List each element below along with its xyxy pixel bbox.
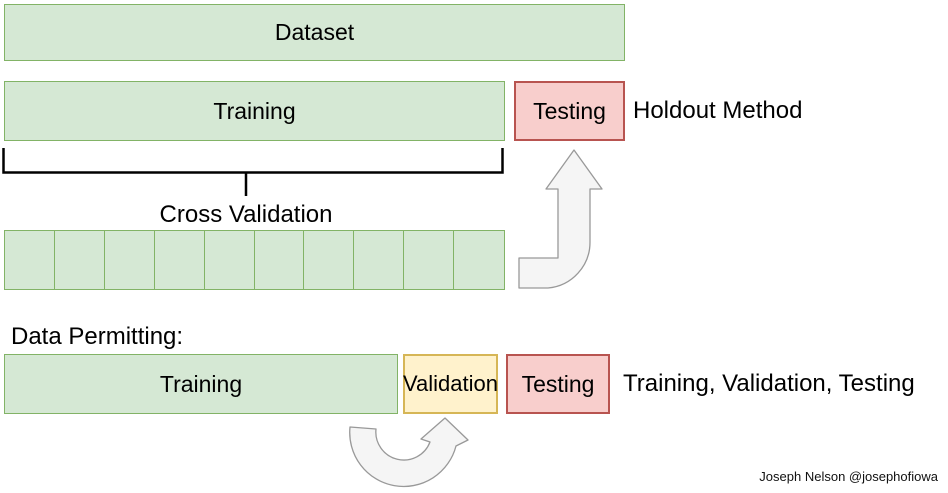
cv-fold-cell — [155, 231, 205, 289]
split-testing-label: Testing — [521, 370, 595, 397]
holdout-testing-box: Testing — [514, 81, 625, 141]
split-caption: Training, Validation, Testing — [623, 370, 915, 397]
attribution-text: Joseph Nelson @josephofiowa — [759, 469, 938, 484]
cross-validation-bracket — [2, 148, 504, 196]
bent-up-arrow-icon — [518, 149, 603, 289]
cv-fold-cell — [304, 231, 355, 289]
dataset-label: Dataset — [274, 19, 355, 45]
holdout-training-label: Training — [213, 97, 296, 124]
cv-fold-cell — [255, 231, 305, 289]
holdout-method-caption: Holdout Method — [633, 97, 803, 124]
cv-fold-cell — [354, 231, 405, 289]
cross-validation-label: Cross Validation — [159, 201, 333, 228]
cv-fold-cell — [105, 231, 155, 289]
holdout-training-box: Training — [4, 81, 505, 141]
holdout-testing-label: Testing — [533, 97, 606, 124]
cv-fold-cell — [55, 231, 105, 289]
data-permitting-heading: Data Permitting: — [11, 323, 184, 350]
cross-validation-row — [4, 230, 505, 290]
cv-fold-cell — [454, 231, 504, 289]
split-testing-box: Testing — [506, 354, 610, 414]
cv-fold-cell — [404, 231, 455, 289]
cv-fold-cell — [205, 231, 255, 289]
u-turn-arrow-icon — [349, 417, 469, 488]
cv-fold-cell — [5, 231, 55, 289]
dataset-box: Dataset — [4, 4, 625, 61]
split-training-label: Training — [159, 370, 243, 397]
split-training-box: Training — [4, 354, 398, 414]
split-validation-box: Validation — [403, 354, 498, 414]
split-validation-label: Validation — [403, 371, 498, 396]
